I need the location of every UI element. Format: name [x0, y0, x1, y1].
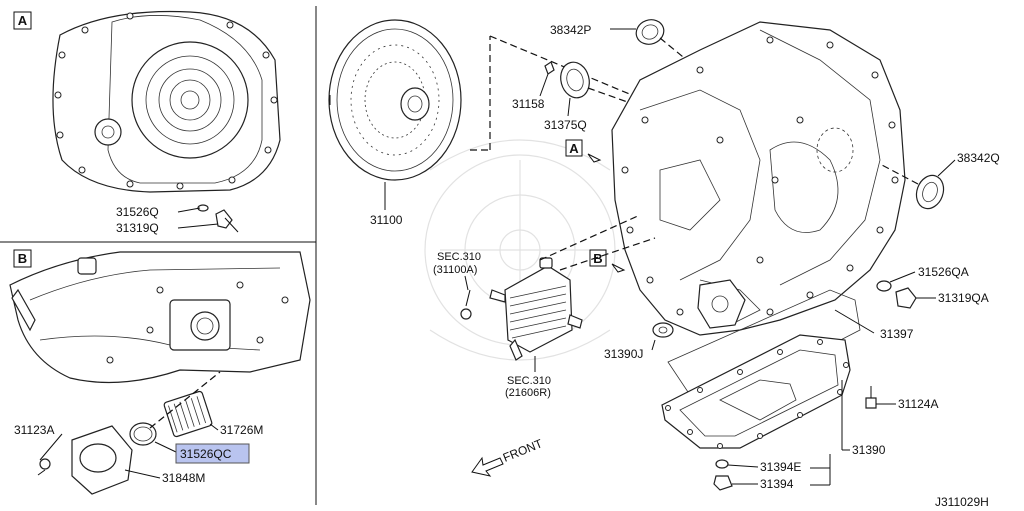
transaxle-case [611, 21, 906, 336]
label-31390j: 31390J [604, 347, 643, 361]
highlight-box-31526qc [175, 443, 250, 464]
label-31319q: 31319Q [116, 221, 159, 235]
bolt-31124a [865, 386, 877, 409]
seal-38342p [635, 19, 665, 45]
sec-310-title-1: SEC.310 [437, 251, 481, 263]
front-arrow: FRONT [471, 436, 545, 477]
label-31158: 31158 [512, 97, 545, 111]
label-38342p: 38342P [550, 23, 591, 37]
sec-310-code-1: (31100A) [433, 264, 477, 276]
view-b-panel: B [9, 249, 311, 495]
oil-cooler [460, 257, 583, 361]
plug-31319qa [895, 287, 917, 309]
view-b-label: B [18, 251, 27, 266]
magnet-31390j [652, 322, 674, 338]
callout-b-arrow [611, 263, 626, 273]
seal-38342q [915, 174, 945, 210]
label-31526qa: 31526QA [918, 265, 969, 279]
label-31123a: 31123A [14, 423, 54, 437]
front-label: FRONT [501, 436, 545, 465]
label-31375q: 31375Q [544, 118, 587, 132]
washer-31526qa [876, 280, 892, 292]
view-b-label-box [13, 249, 32, 268]
drain-washer-31394e [715, 459, 729, 469]
view-a-label-box [13, 11, 32, 30]
label-31390: 31390 [852, 443, 886, 457]
panel-borders [0, 6, 317, 505]
o-ring-31526qc [129, 422, 157, 446]
seal-31375q [560, 61, 590, 99]
callout-a-arrow [587, 153, 602, 163]
callout-a-label: A [569, 141, 579, 156]
torque-converter-31100 [328, 19, 462, 181]
diagram-id: J311029H [935, 495, 989, 509]
label-38342q: 38342Q [957, 151, 1000, 165]
label-31848m: 31848M [162, 471, 205, 485]
callout-b-label: B [593, 251, 602, 266]
label-31726m: 31726M [220, 423, 263, 437]
transaxle-housing-face [52, 10, 281, 193]
label-31124a: 31124A [898, 397, 938, 411]
label-31526qc: 31526QC [180, 447, 232, 461]
drain-plug-31394 [713, 475, 733, 491]
view-a-panel: A 31526Q 31319Q [13, 10, 281, 235]
label-31100: 31100 [370, 213, 403, 227]
sec-310-title-2: SEC.310 [507, 375, 551, 387]
callout-b-box [589, 249, 607, 267]
label-31394e: 31394E [760, 460, 801, 474]
drain-plug-31319q-shape [197, 204, 239, 233]
label-31394: 31394 [760, 477, 794, 491]
label-31526q: 31526Q [116, 205, 159, 219]
label-31397: 31397 [880, 327, 914, 341]
pin-31158 [544, 61, 555, 75]
filter-assembly [37, 371, 221, 495]
sec-310-code-2: (21606R) [505, 387, 551, 399]
view-a-label: A [18, 13, 28, 28]
callout-a-box [565, 139, 583, 157]
label-31319qa: 31319QA [938, 291, 989, 305]
main-view: 31100 38342P 31158 31375Q A B [328, 19, 1000, 509]
housing-side-view [9, 251, 311, 384]
